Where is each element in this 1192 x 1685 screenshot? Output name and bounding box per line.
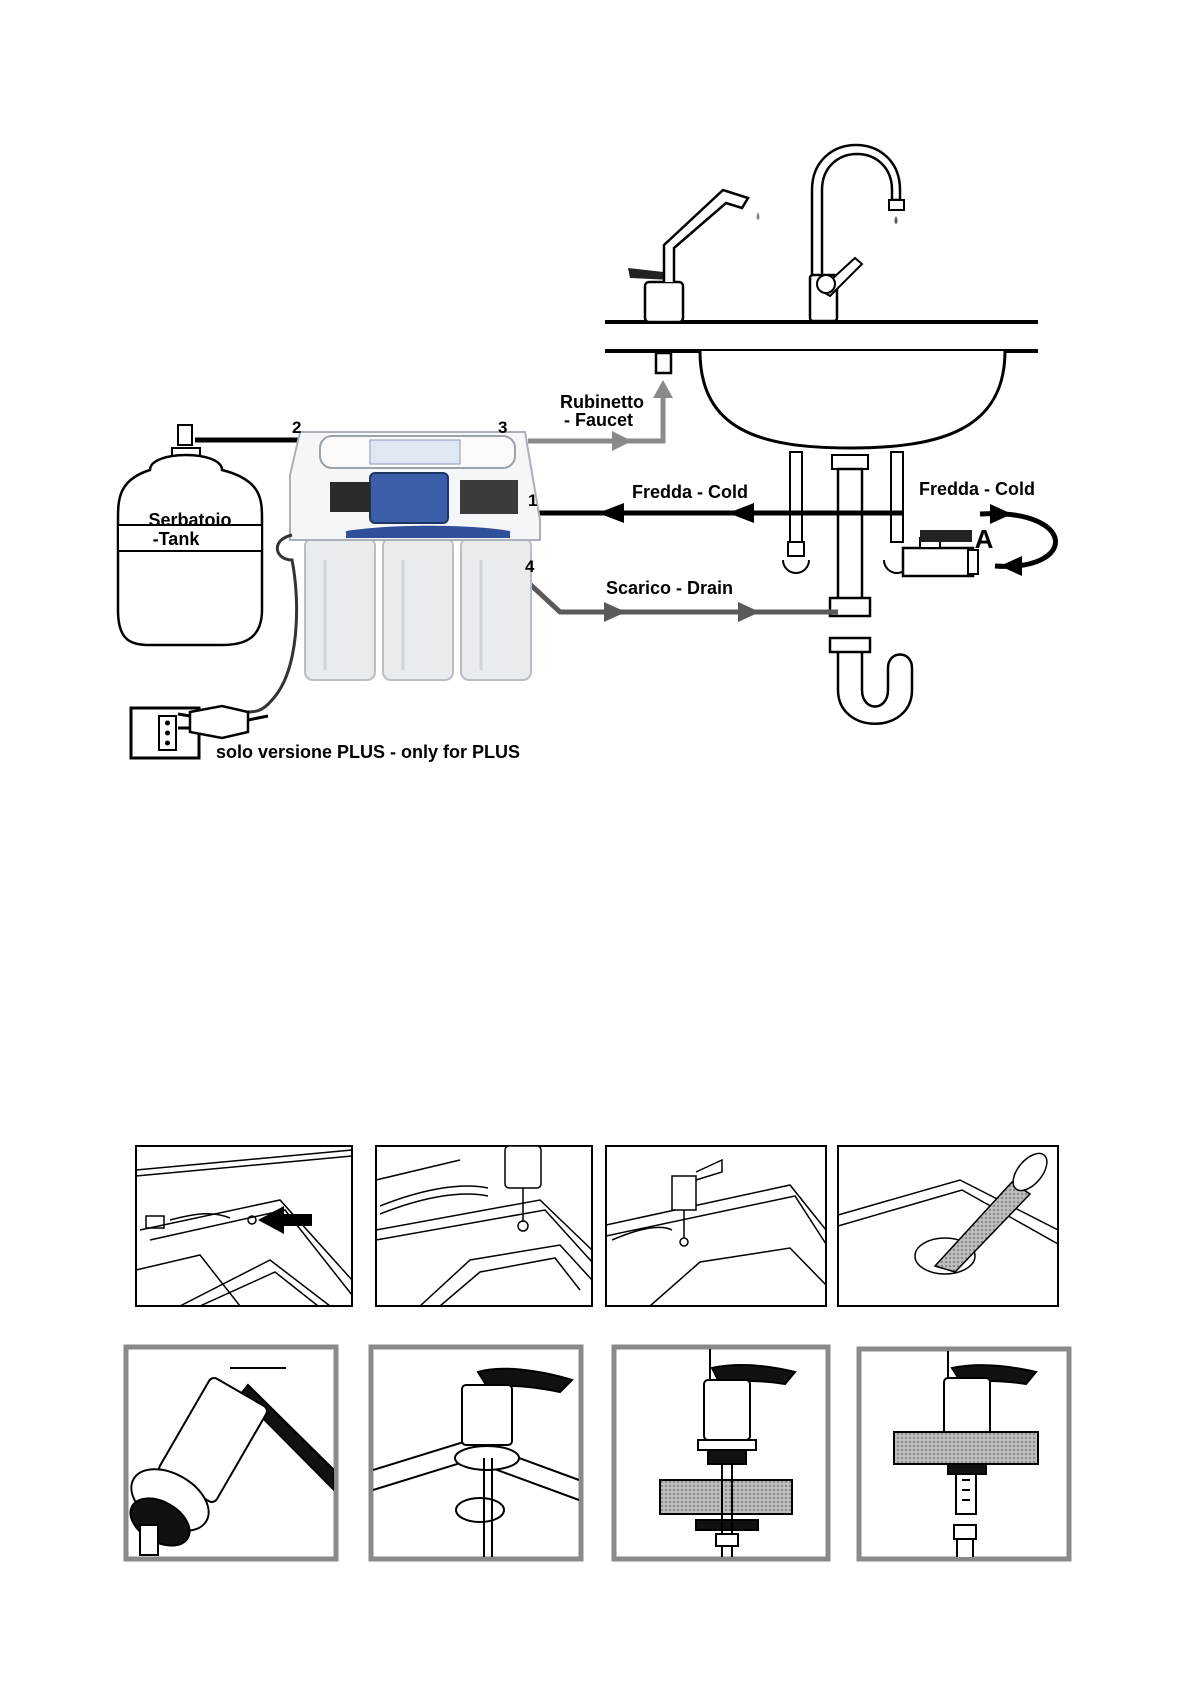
step-panel-file-hole <box>838 1146 1058 1306</box>
step-panel-faucet-connector <box>859 1349 1069 1559</box>
countertop <box>605 322 1038 351</box>
step-panel-insert-faucet <box>371 1347 581 1559</box>
port-2: 2 <box>292 418 301 437</box>
step-panel-drill-hole <box>376 1146 592 1306</box>
ro-faucet-illustration <box>628 190 760 373</box>
label-drain: Scarico - Drain <box>606 578 733 598</box>
label-cold-in: Fredda - Cold <box>632 482 748 502</box>
step-panel-faucet-washer <box>121 1347 336 1559</box>
port-4: 4 <box>525 557 535 576</box>
label-faucet-line2: - Faucet <box>564 410 633 430</box>
label-cold-supply: Fredda - Cold <box>919 479 1035 499</box>
sink-basin <box>700 351 1005 448</box>
port-3: 3 <box>498 418 507 437</box>
loop-arrow-head <box>1000 556 1022 576</box>
label-faucet-line1: Rubinetto <box>560 392 644 412</box>
step-panel-mark-hole <box>136 1146 352 1306</box>
label-plus-note: solo versione PLUS - only for PLUS <box>216 742 520 762</box>
kitchen-faucet-illustration <box>810 145 904 321</box>
port-1: 1 <box>528 491 537 510</box>
ro-filter-unit <box>245 432 540 712</box>
label-valve-a: A <box>975 524 994 554</box>
step-panel-mount-faucet <box>606 1146 826 1306</box>
loop-arrow-head-top <box>990 504 1012 524</box>
step-panel-faucet-fitting <box>614 1347 828 1559</box>
ball-valve-a <box>903 530 978 576</box>
label-tank-line1: Serbatoio <box>148 510 231 530</box>
label-tank-line2: -Tank <box>153 529 201 549</box>
